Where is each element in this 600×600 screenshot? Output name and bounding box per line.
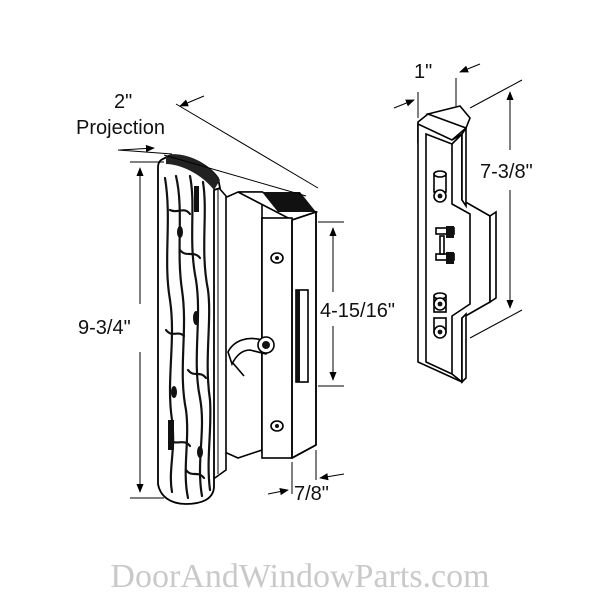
latch-lever-icon [227,336,275,377]
keeper-strike-icon [417,105,497,384]
handle-assembly [157,154,319,505]
keeper-roller-icon [433,170,447,203]
watermark: DoorAndWindowParts.com [110,558,489,595]
screw-hole-icon [270,252,284,264]
keeper-roller-icon [433,292,447,313]
handle-dimensions [117,95,345,499]
keeper-dimensions [393,63,523,339]
handle-height-label: 9-3/4" [78,317,131,339]
keeper-height-label: 7-3/8" [480,161,533,183]
keeper-width-label: 1" [414,61,432,83]
plate-width-label: 7/8" [294,483,329,505]
projection-word-label: Projection [76,117,165,139]
plate-top-block [262,192,316,212]
hole-spacing-label: 4-15/16" [320,300,395,322]
screw-hole-icon [270,420,284,432]
keeper-roller-icon [433,317,447,339]
projection-value-label: 2" [114,91,132,113]
keeper-pin-icon [435,226,455,264]
